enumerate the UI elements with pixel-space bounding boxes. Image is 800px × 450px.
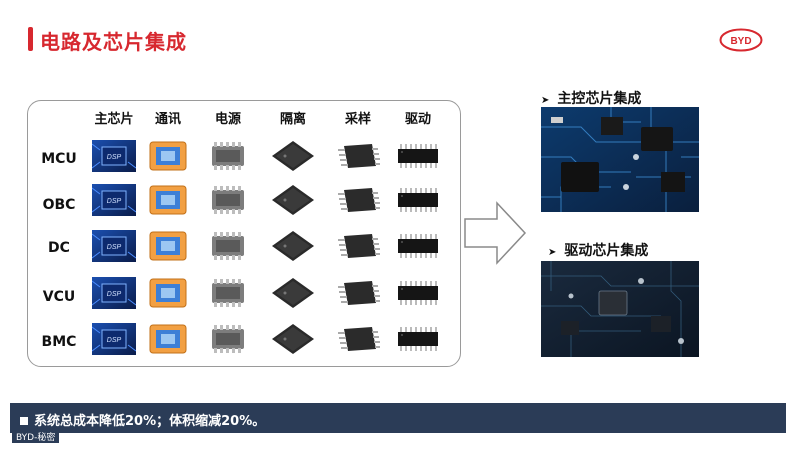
sampling-chip-icon [338,281,380,305]
svg-text:DSP: DSP [107,244,122,251]
driver-chip-icon [398,234,438,258]
right-arrow-icon [464,201,527,265]
driver-chip-icon [398,281,438,305]
power-chip-icon [212,325,244,353]
dsp-chip-icon: DSP [92,323,136,355]
footer-banner [10,403,786,433]
svg-text:DSP: DSP [107,198,122,205]
communication-chip-icon [149,278,187,308]
column-header-sampling: 采样 [344,112,371,127]
byd-logo: BYD [719,28,763,52]
dsp-chip-icon: DSP [92,230,136,262]
main-control-board-photo [541,107,699,212]
dsp-chip-icon: DSP [92,140,136,172]
footer-summary: 系统总成本降低20%；体积缩减20%。 [20,410,265,429]
communication-chip-icon [149,324,187,354]
dsp-chip-icon: DSP [92,184,136,216]
confidentiality-label: BYD-秘密 [12,430,60,443]
triangle-bullet-icon: ➤ [548,247,557,258]
power-chip-icon [212,186,244,214]
column-header-power: 电源 [214,112,241,127]
isolation-chip-icon [272,141,314,171]
isolation-chip-icon [272,185,314,215]
svg-text:BYD: BYD [730,36,751,47]
power-chip-icon [212,142,244,170]
dsp-chip-icon: DSP [92,277,136,309]
sampling-chip-icon [338,234,380,258]
communication-chip-icon [149,231,187,261]
isolation-chip-icon [272,278,314,308]
page-title: 电路及芯片集成 [40,30,187,54]
isolation-chip-icon [272,231,314,261]
square-bullet-icon [20,416,28,425]
row-label-bmc: BMC [41,334,77,350]
title-accent-bar [28,27,33,51]
isolation-chip-icon [272,324,314,354]
column-header-driver: 驱动 [404,112,431,127]
svg-text:DSP: DSP [107,154,122,161]
driver-board-photo [541,261,699,357]
driver-chip-icon [398,188,438,212]
row-label-obc: OBC [42,197,76,213]
power-chip-icon [212,279,244,307]
sampling-chip-icon [338,327,380,351]
row-label-vcu: VCU [42,289,76,305]
driver-chip-heading: ➤驱动芯片集成 [548,243,649,259]
driver-chip-icon [398,327,438,351]
power-chip-icon [212,232,244,260]
svg-text:DSP: DSP [107,291,122,298]
main-control-chip-heading: ➤主控芯片集成 [541,91,642,107]
driver-chip-icon [398,144,438,168]
column-header-main-chip: 主芯片 [94,112,134,127]
communication-chip-icon [149,141,187,171]
sampling-chip-icon [338,188,380,212]
svg-text:DSP: DSP [107,337,122,344]
sampling-chip-icon [338,144,380,168]
row-label-mcu: MCU [41,151,77,167]
row-label-dc: DC [48,240,70,256]
column-header-isolation: 隔离 [279,112,306,127]
triangle-bullet-icon: ➤ [541,95,550,106]
communication-chip-icon [149,185,187,215]
column-header-communication: 通讯 [154,112,181,127]
